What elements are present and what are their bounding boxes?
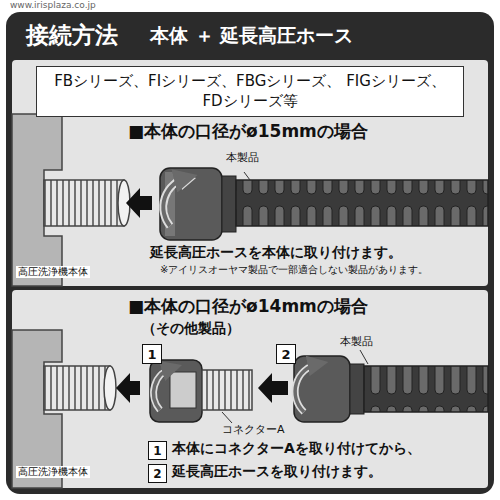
case-heading: ■本体の口径がø15mmの場合 (128, 122, 368, 142)
callout-number: 1 (142, 344, 162, 364)
part-name: 本製品 (340, 336, 373, 349)
callout-number: 1 (148, 441, 167, 460)
step-text: 本体にコネクターAを取り付けてから、 (172, 440, 421, 456)
callout-text: 2 (153, 468, 161, 480)
series-box: FBシリーズ、FIシリーズ、FBGシリーズ、 FIGシリーズ、FDシリーズ等 (36, 66, 464, 117)
series-list: FBシリーズ、FIシリーズ、FBGシリーズ、 FIGシリーズ、FDシリーズ等 (45, 71, 455, 112)
callout-number: 2 (148, 464, 167, 483)
instruction: 延長高圧ホースを本体に取り付けます。 (150, 244, 402, 260)
case-subheading: （その他製品） (142, 320, 240, 336)
part-name: 高圧洗浄機本体 (16, 466, 90, 478)
part-name: コネクターA (222, 424, 285, 437)
step-text: 延長高圧ホースを取り付けます。 (172, 463, 382, 479)
part-name: 高圧洗浄機本体 (16, 266, 90, 278)
part-name: 本製品 (226, 152, 259, 165)
title: 接続方法 (26, 22, 118, 48)
callout-text: 1 (153, 445, 161, 457)
url-watermark: www.irisplaza.co.jp (8, 0, 98, 10)
header-subtitle: 本体 ＋ 延長高圧ホース (150, 25, 353, 47)
callout-text: 1 (147, 348, 156, 361)
case-heading: ■本体の口径がø14mmの場合 (128, 297, 368, 317)
callout-number: 2 (276, 344, 296, 364)
callout-text: 2 (281, 348, 290, 361)
note: ※アイリスオーヤマ製品で一部適合しない製品があります。 (160, 264, 428, 276)
